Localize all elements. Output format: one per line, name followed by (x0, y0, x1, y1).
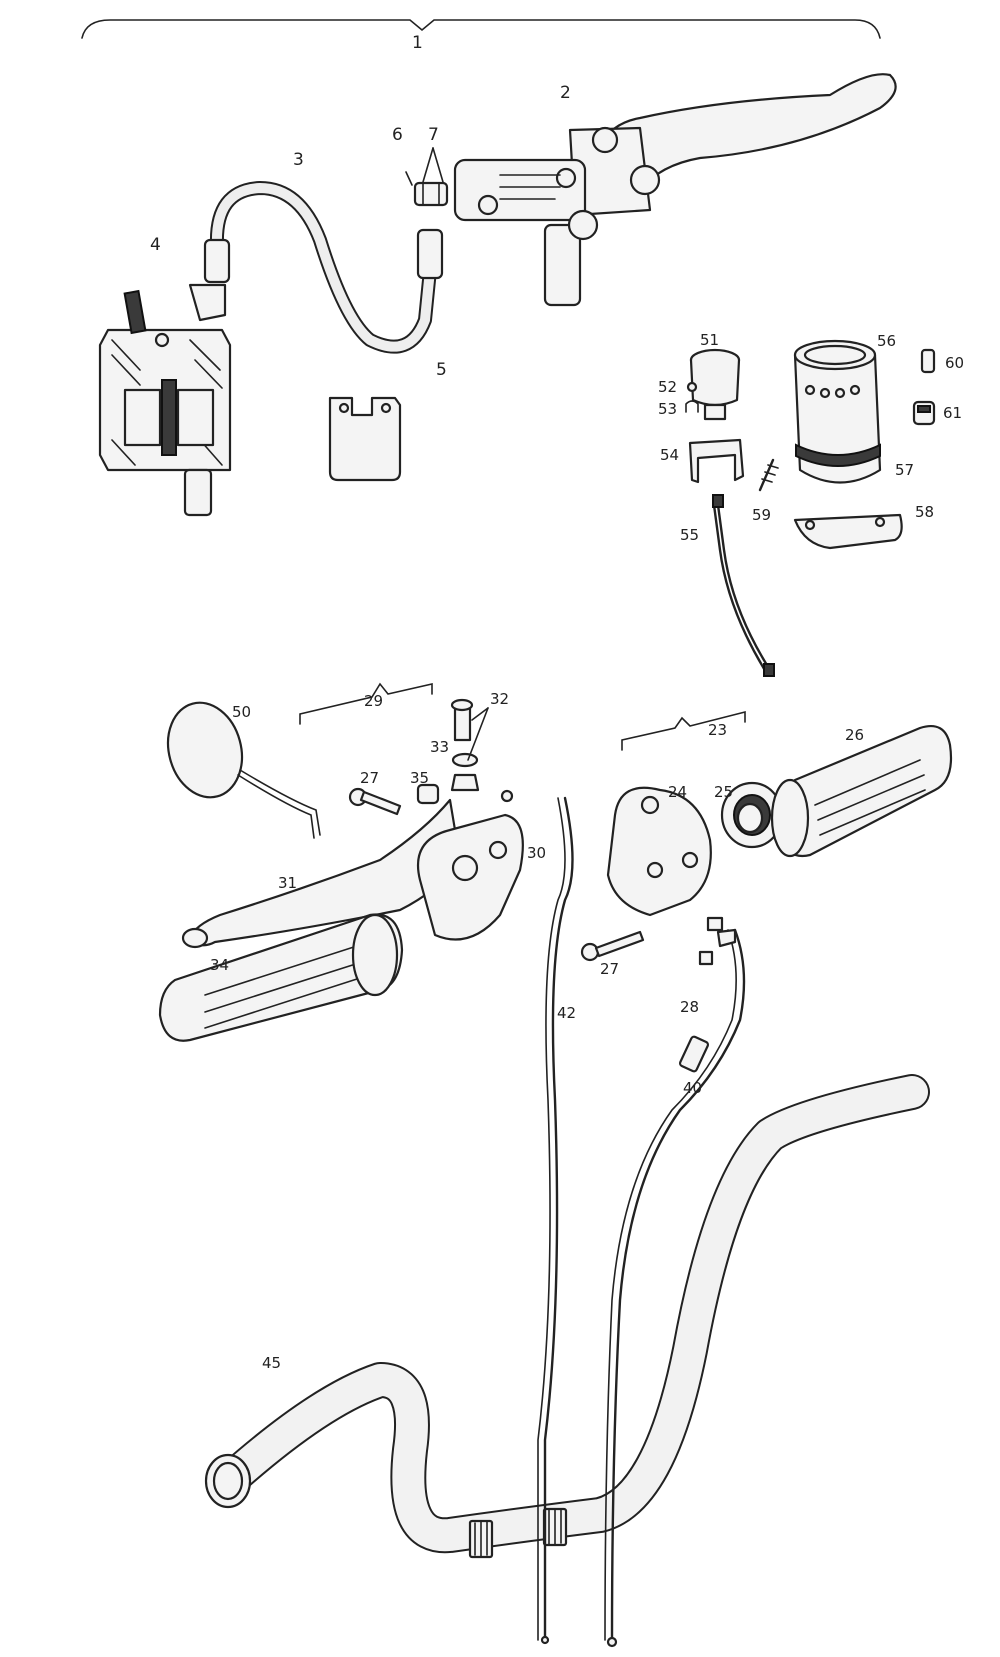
label-53: 53 (658, 400, 677, 418)
label-31: 31 (278, 874, 297, 892)
cable-40-inner (604, 929, 737, 1641)
clutch-lever (181, 798, 462, 949)
label-4: 4 (150, 235, 161, 255)
label-30: 30 (527, 844, 546, 862)
label-1: 1 (412, 33, 423, 53)
indicator-bulbs (912, 348, 936, 426)
label-35: 35 (410, 769, 429, 787)
right-grip (770, 724, 953, 858)
small-lamp-52-53 (685, 381, 699, 413)
counter-gauge (689, 348, 741, 421)
speedometer-bracket (793, 513, 903, 550)
label-29: 29 (364, 692, 383, 710)
label-24: 24 (668, 783, 687, 801)
brake-pad (328, 396, 402, 482)
bolt-27-right (580, 930, 645, 962)
label-61: 61 (943, 404, 962, 422)
label-56: 56 (877, 332, 896, 350)
lever-bracket (416, 813, 524, 941)
banjo-bolt-washers (405, 147, 449, 207)
label-59: 59 (752, 506, 771, 524)
master-cylinder-assembly (453, 73, 897, 307)
pivot-bolt-32 (450, 698, 480, 792)
label-3: 3 (293, 150, 304, 170)
clip-35 (416, 783, 440, 805)
label-32: 32 (490, 690, 509, 708)
label-25: 25 (714, 783, 733, 801)
throttle-sleeve (720, 781, 784, 849)
brake-caliper (98, 289, 232, 517)
switch-housing (606, 786, 712, 917)
label-60: 60 (945, 354, 964, 372)
label-58: 58 (915, 503, 934, 521)
left-grip (158, 913, 404, 1042)
cable-42 (543, 796, 574, 1642)
label-26: 26 (845, 726, 864, 744)
label-45: 45 (262, 1354, 281, 1372)
label-23: 23 (708, 721, 727, 739)
handlebar-tube (204, 1074, 930, 1559)
label-34: 34 (210, 956, 229, 974)
label-5: 5 (436, 360, 447, 380)
label-6: 6 (392, 125, 403, 145)
label-57: 57 (895, 461, 914, 479)
mirror (166, 701, 321, 839)
label-7: 7 (428, 125, 439, 145)
label-55: 55 (680, 526, 699, 544)
label-27-left: 27 (360, 769, 379, 787)
cable-40-adjuster (678, 1035, 710, 1073)
cable-40 (610, 928, 746, 1642)
label-2: 2 (560, 83, 571, 103)
label-51: 51 (700, 331, 719, 349)
speedometer-housing (793, 339, 882, 484)
part-labels: 1 2 3 4 5 6 7 51 52 53 54 55 56 57 58 59… (150, 33, 964, 1372)
speedometer-cable (712, 494, 775, 677)
label-33: 33 (430, 738, 449, 756)
label-50: 50 (232, 703, 251, 721)
speedometer-screw (758, 458, 779, 492)
label-40: 40 (683, 1079, 702, 1097)
bracket-23 (621, 710, 746, 751)
label-42: 42 (557, 1004, 576, 1022)
cable-anchor-28 (698, 916, 737, 966)
cable-42-inner (537, 797, 566, 1641)
label-52: 52 (658, 378, 677, 396)
label-27-right: 27 (600, 960, 619, 978)
gauge-clip (688, 438, 745, 484)
leader-32-a (471, 707, 489, 721)
bolt-27-left (348, 787, 402, 816)
bracket-29 (299, 682, 433, 725)
cable-end-42 (500, 789, 514, 803)
leader-32-b (467, 707, 489, 761)
brake-hose (188, 181, 444, 354)
assembly-1-brace (81, 19, 881, 39)
label-54: 54 (660, 446, 679, 464)
label-28: 28 (680, 998, 699, 1016)
